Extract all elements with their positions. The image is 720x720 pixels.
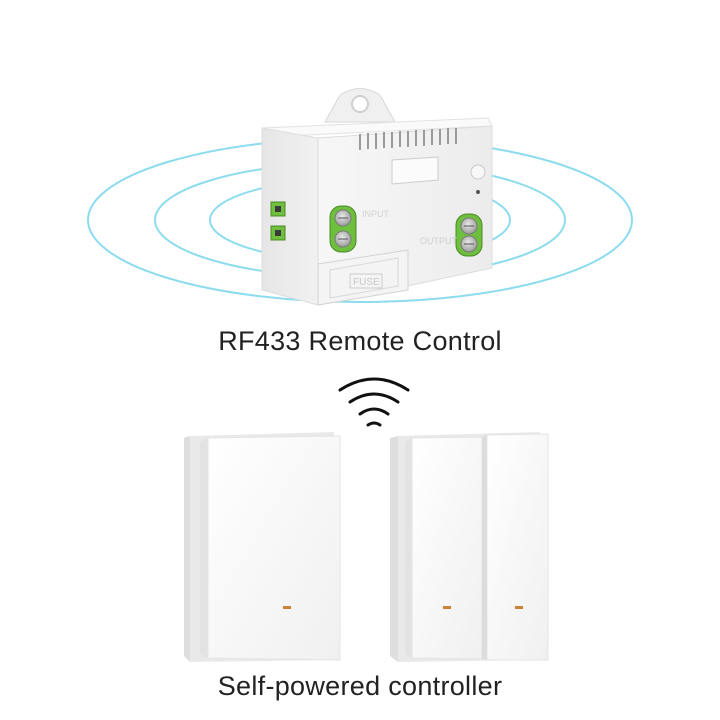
output-label: OUTPUT bbox=[420, 236, 458, 246]
indicator-led bbox=[283, 606, 291, 609]
caption-self-powered: Self-powered controller bbox=[217, 671, 503, 701]
wireless-signal-icon bbox=[338, 377, 410, 427]
rf-receiver-module: INPUT OUTPUT FUSE bbox=[261, 88, 493, 306]
single-gang-switch bbox=[184, 432, 341, 662]
fuse-label: FUSE bbox=[353, 277, 380, 288]
indicator-led-right bbox=[515, 606, 523, 609]
caption-rf433: RF433 Remote Control bbox=[218, 326, 502, 356]
input-label: INPUT bbox=[362, 209, 390, 219]
indicator-led-left bbox=[443, 606, 451, 609]
double-gang-switch bbox=[390, 432, 549, 662]
